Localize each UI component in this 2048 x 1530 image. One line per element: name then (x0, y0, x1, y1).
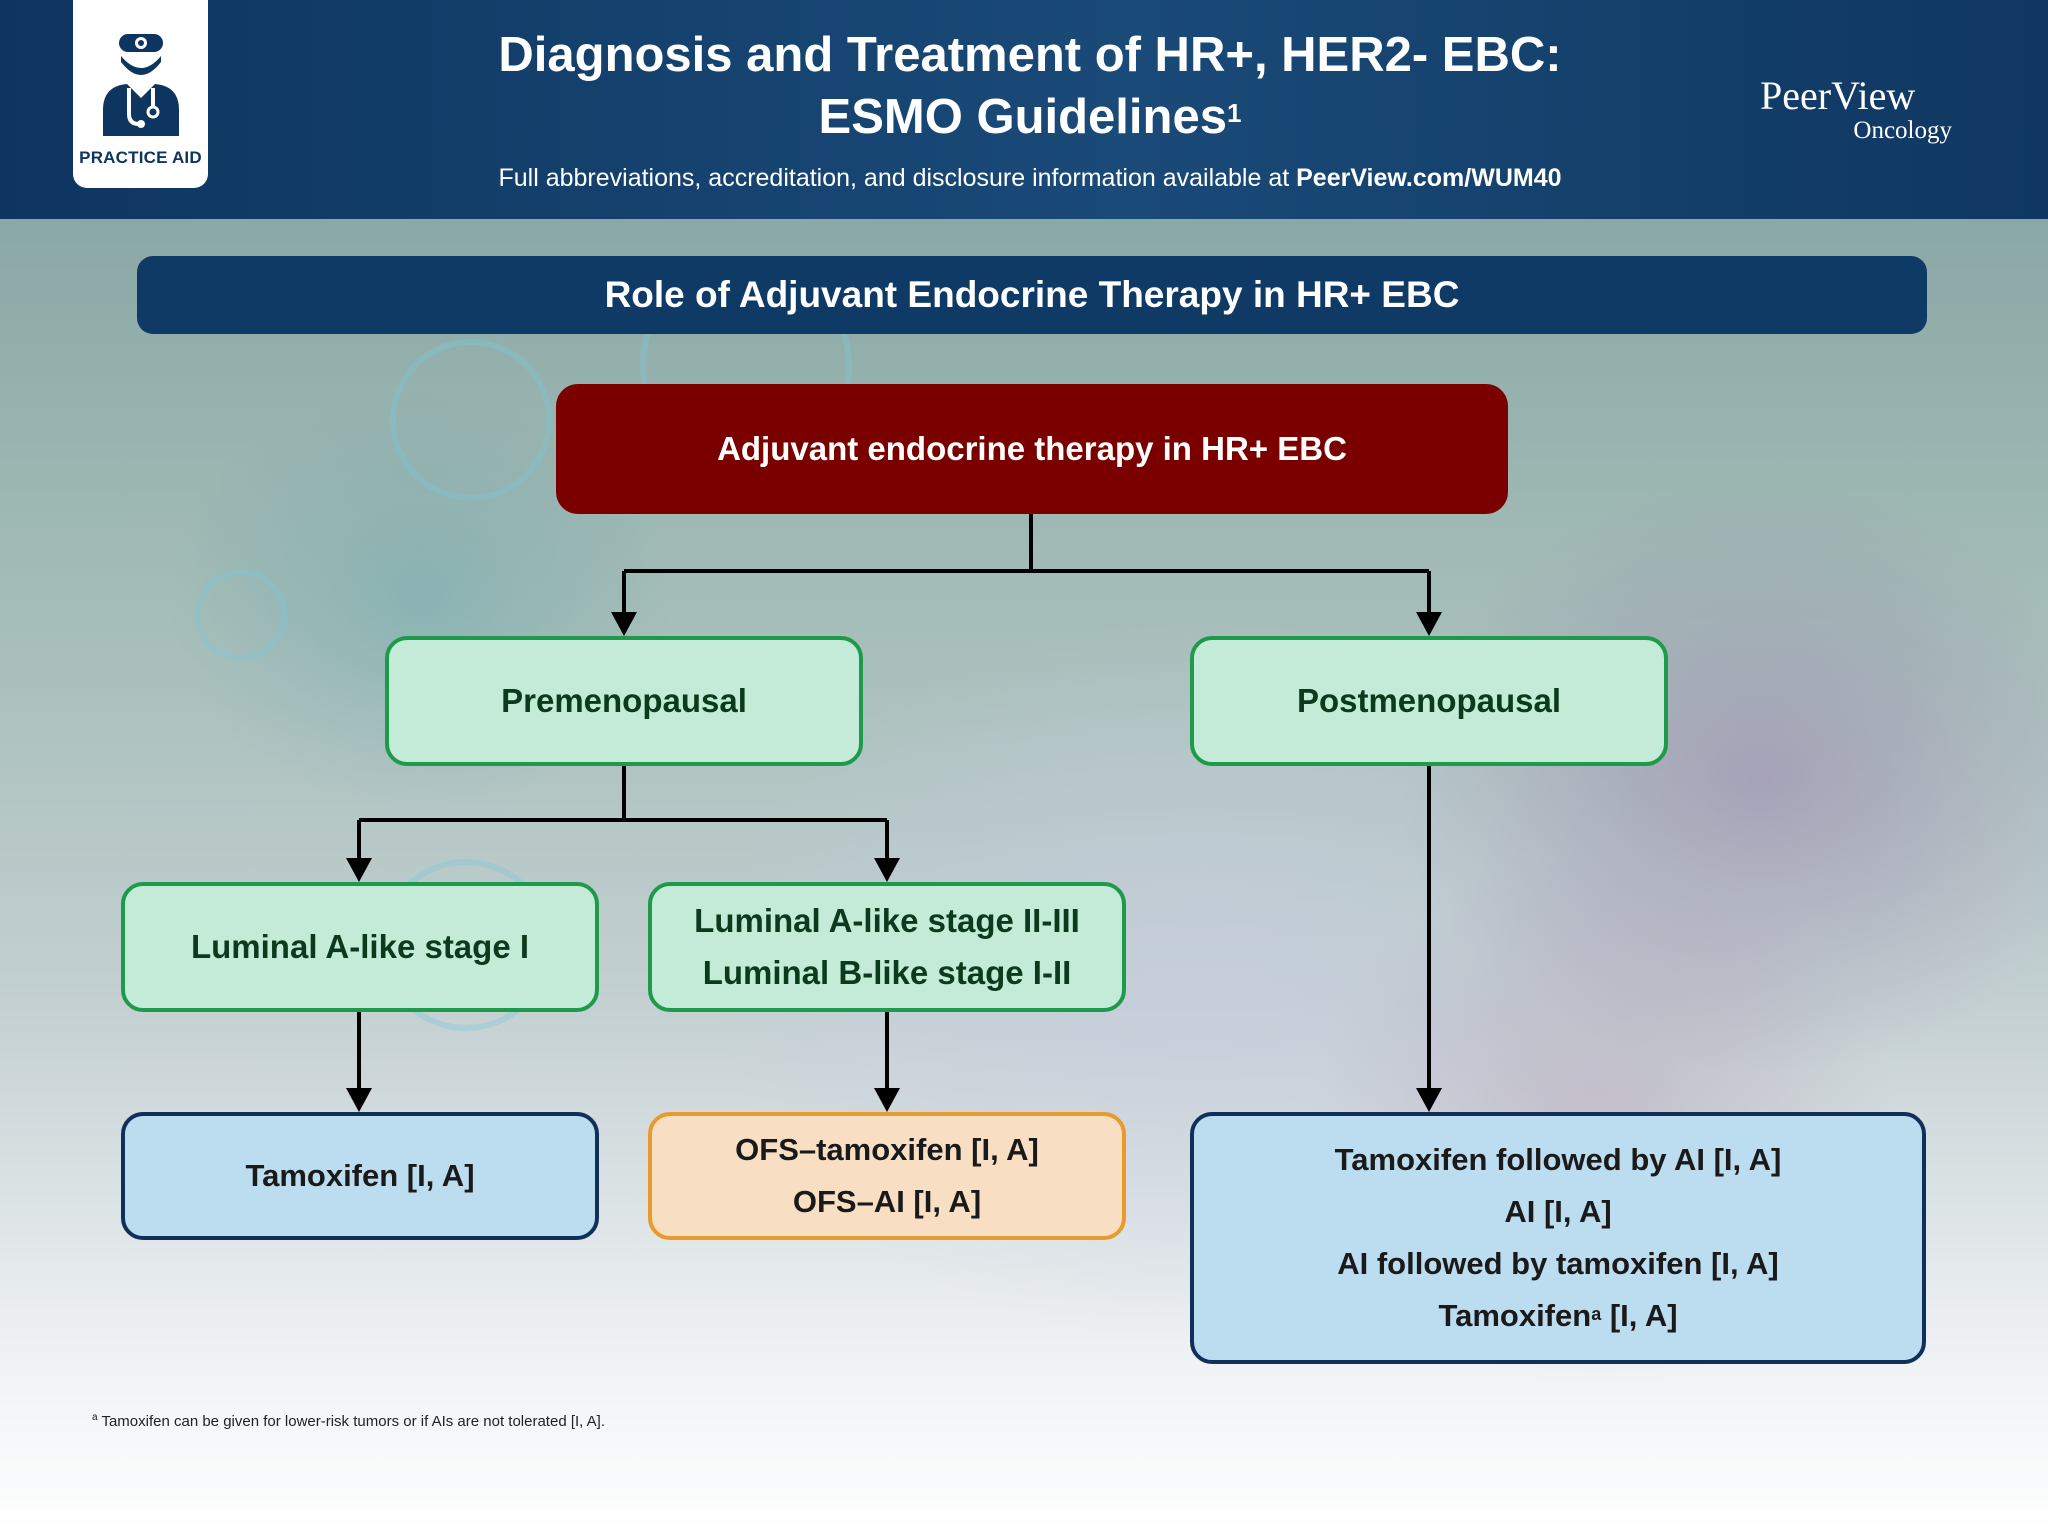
arrowhead (611, 612, 637, 636)
title-line-2: ESMO Guidelines1 (330, 86, 1730, 148)
tamoxifen-node: Tamoxifen [I, A] (121, 1112, 599, 1240)
subtitle-text: Full abbreviations, accreditation, and d… (498, 164, 1297, 192)
arrowhead (874, 858, 900, 882)
practice-aid-badge: PRACTICE AID (73, 0, 208, 188)
footnote-marker-label: a (92, 1412, 98, 1423)
title-reference-marker: 1 (1226, 98, 1242, 128)
postmenopausal-options-node: Tamoxifen followed by AI [I, A] AI [I, A… (1190, 1112, 1926, 1364)
post-option-4-rest: [I, A] (1601, 1298, 1678, 1333)
luminal-group-line-2: Luminal B-like stage I-II (702, 954, 1072, 991)
postmenopausal-node: Postmenopausal (1190, 636, 1668, 766)
footnote-marker: a (1591, 1304, 1602, 1324)
title-line-1: Diagnosis and Treatment of HR+, HER2- EB… (498, 28, 1562, 82)
doctor-icon (103, 34, 179, 136)
arrowhead (346, 858, 372, 882)
footnote-text: Tamoxifen can be given for lower-risk tu… (97, 1413, 606, 1430)
badge-label: PRACTICE AID (79, 148, 202, 167)
ofs-line-1: OFS–tamoxifen [I, A] (735, 1132, 1039, 1167)
luminal-group-node: Luminal A-like stage II-III Luminal B-li… (648, 882, 1126, 1012)
subtitle-link[interactable]: PeerView.com/WUM40 (1296, 164, 1562, 192)
luminal-a-stage-1-node: Luminal A-like stage I (121, 882, 599, 1012)
brand-main: PeerView (1760, 73, 1916, 118)
footnote: a Tamoxifen can be given for lower-risk … (92, 1412, 605, 1430)
page-subtitle: Full abbreviations, accreditation, and d… (330, 164, 1730, 193)
luminal-group-line-1: Luminal A-like stage II-III (694, 902, 1080, 939)
ofs-line-2: OFS–AI [I, A] (792, 1184, 982, 1219)
post-option-4-main: Tamoxifen (1438, 1298, 1592, 1333)
arrowhead (1416, 1088, 1442, 1112)
root-node: Adjuvant endocrine therapy in HR+ EBC (556, 384, 1508, 514)
cell-bubble (195, 569, 287, 661)
arrowhead (1416, 612, 1442, 636)
post-option-3: AI followed by tamoxifen [I, A] (1337, 1246, 1779, 1281)
section-banner: Role of Adjuvant Endocrine Therapy in HR… (137, 256, 1927, 334)
post-option-4: Tamoxifena [I, A] (1438, 1290, 1677, 1342)
peerview-logo: PeerView Oncology (1760, 74, 1960, 144)
arrowhead (346, 1088, 372, 1112)
post-option-2: AI [I, A] (1504, 1194, 1612, 1229)
premenopausal-node: Premenopausal (385, 636, 863, 766)
cell-bubble (390, 339, 552, 501)
post-option-1: Tamoxifen followed by AI [I, A] (1334, 1142, 1782, 1177)
ofs-therapy-node: OFS–tamoxifen [I, A] OFS–AI [I, A] (648, 1112, 1126, 1240)
brand-sub: Oncology (1853, 117, 1952, 144)
arrowhead (874, 1088, 900, 1112)
page-title: Diagnosis and Treatment of HR+, HER2- EB… (330, 24, 1730, 148)
header-bar: PRACTICE AID Diagnosis and Treatment of … (0, 0, 2048, 219)
title-line-2-text: ESMO Guidelines (818, 90, 1227, 144)
